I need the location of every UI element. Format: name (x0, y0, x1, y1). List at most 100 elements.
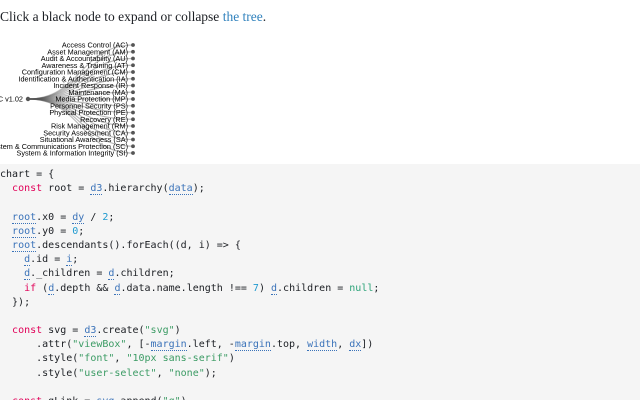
code-token[interactable]: svg (96, 396, 115, 400)
code-token[interactable]: d (271, 282, 278, 295)
code-token (0, 240, 12, 251)
code-token: chart = { (0, 169, 55, 180)
tree-node-child[interactable]: Maintenance (MA) (68, 88, 135, 97)
tree-node-child[interactable]: Physical Protection (PE) (49, 108, 135, 117)
code-token[interactable]: margin (234, 339, 271, 352)
code-token: .descendants().forEach((d, i) => { (36, 239, 241, 251)
code-token[interactable]: d3 (84, 325, 97, 338)
tree-node-dot[interactable] (131, 63, 135, 68)
tree-node-child[interactable]: Asset Management (AM) (47, 47, 135, 56)
code-token: 7 (252, 282, 259, 294)
tree-link-path (27, 98, 134, 141)
code-token[interactable]: d (114, 282, 121, 295)
tree-node-dot[interactable] (131, 144, 135, 149)
code-block: chart = { const root = d3.hierarchy(data… (0, 164, 640, 400)
tree-root-label: C v1.02 (0, 95, 23, 104)
code-token: .style( (0, 367, 79, 379)
code-token[interactable]: root (12, 225, 37, 238)
code-token: ) (181, 396, 187, 400)
code-line: chart = { (0, 168, 640, 182)
tree-link-path (27, 78, 134, 100)
tree-node-child[interactable]: System & Information Integrity (SI) (16, 149, 135, 158)
code-token[interactable]: root (12, 211, 37, 224)
code-token: ) (258, 282, 271, 294)
tree-node-root[interactable]: C v1.02 (0, 95, 31, 104)
tree-node-label: Asset Management (AM) (47, 47, 128, 56)
tree-node-label: Awareness & Training (AT) (41, 61, 128, 70)
code-token (0, 396, 12, 400)
tree-node-child[interactable]: Security Assessment (CA) (43, 128, 135, 137)
tree-node-child[interactable]: Personnel Security (PS) (50, 101, 135, 110)
code-token[interactable]: d (108, 268, 115, 281)
tree-node-child[interactable]: Configuration Management (CM) (22, 68, 135, 77)
code-token[interactable]: d (48, 282, 55, 295)
tree-node-child[interactable]: Media Protection (MP) (55, 95, 135, 104)
tree-node-dot[interactable] (131, 110, 135, 115)
code-line: root.y0 = 0; (0, 225, 640, 239)
tree-node-dot[interactable] (131, 90, 135, 95)
tree-link-path (27, 91, 134, 100)
code-token: }); (0, 296, 31, 308)
code-token (0, 283, 24, 294)
code-line: const root = d3.hierarchy(data); (0, 182, 640, 196)
code-token[interactable]: dx (349, 339, 362, 352)
tree-root-dot[interactable] (25, 96, 31, 102)
tree-node-child[interactable]: Risk Management (RM) (51, 122, 135, 131)
tree-node-child[interactable]: Incident Response (IR) (53, 81, 135, 90)
code-token[interactable]: root (12, 239, 37, 252)
code-token: const (12, 396, 42, 400)
code-token[interactable]: d (24, 268, 31, 281)
code-token[interactable]: d (24, 254, 31, 267)
tree-node-dot[interactable] (131, 49, 135, 54)
code-token: , [- (126, 339, 151, 351)
code-token (0, 325, 12, 336)
tree-node-label: Audit & Accountability (AU) (41, 54, 128, 63)
tree-node-child[interactable]: Situational Awareness (SA) (40, 135, 135, 144)
tree-node-dot[interactable] (131, 117, 135, 122)
tree-node-dot[interactable] (131, 137, 135, 142)
tree-node-label: Recovery (RE) (80, 115, 128, 124)
tree-node-child[interactable]: Audit & Accountability (AU) (41, 54, 135, 63)
code-token: const (12, 183, 43, 195)
tree-link-path (27, 64, 134, 100)
code-token[interactable]: width (307, 339, 338, 352)
code-lines: chart = { const root = d3.hierarchy(data… (0, 164, 640, 400)
code-token[interactable]: i (66, 254, 73, 267)
code-line: if (d.depth && d.data.name.length !== 7)… (0, 282, 640, 296)
tree-node-dot[interactable] (131, 83, 135, 88)
code-token: .y0 = (36, 225, 73, 237)
tree-node-dot[interactable] (131, 56, 135, 61)
tree-node-child[interactable]: Identification & Authentication (IA) (18, 74, 135, 83)
code-token: , (156, 367, 169, 379)
tree-node-dot[interactable] (131, 76, 135, 81)
code-line: const gLink = svg.append("g") (0, 395, 640, 400)
tree-node-label: Identification & Authentication (IA) (18, 74, 128, 83)
tree-node-dot[interactable] (131, 130, 135, 135)
tree-node-dot[interactable] (131, 124, 135, 128)
tree-node-child[interactable]: Access Control (AC) (62, 41, 135, 50)
code-line: root.descendants().forEach((d, i) => { (0, 239, 640, 253)
code-line: ​ (0, 196, 640, 210)
tree-node-dot[interactable] (131, 97, 135, 101)
code-token[interactable]: data (168, 183, 193, 196)
tree-node-dot[interactable] (131, 151, 135, 155)
intro-suffix: . (262, 9, 267, 24)
tree-link[interactable]: the tree (222, 9, 263, 24)
code-token: / (84, 211, 103, 223)
code-token: "svg" (144, 325, 175, 337)
code-line: .style("font", "10px sans-serif") (0, 352, 640, 366)
tree-node-child[interactable]: Awareness & Training (AT) (41, 61, 135, 70)
code-token: .depth && (54, 282, 115, 294)
tree-link-path (27, 44, 134, 100)
tree-link-path (27, 98, 134, 107)
tree-node-dot[interactable] (131, 43, 135, 47)
code-token[interactable]: dy (72, 211, 85, 224)
code-token[interactable]: d3 (90, 183, 103, 196)
tree-node-dot[interactable] (131, 70, 135, 74)
tree-link-path (27, 98, 134, 134)
tree-node-child[interactable]: Recovery (RE) (80, 115, 135, 124)
tree-node-dot[interactable] (131, 103, 135, 108)
code-line: .attr("viewBox", [-margin.left, -margin.… (0, 338, 640, 352)
tree-node-child[interactable]: System & Communications Protection (SC) (0, 142, 135, 151)
code-token[interactable]: margin (150, 339, 187, 352)
